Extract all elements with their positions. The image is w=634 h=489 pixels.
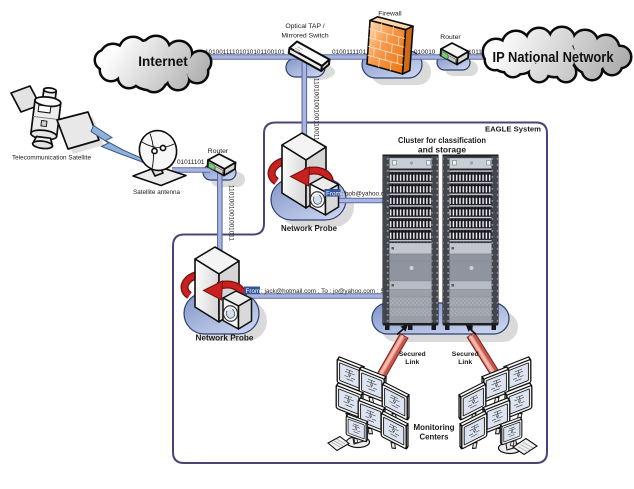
- svg-text:010010: 010010: [414, 49, 436, 56]
- svg-text:Satellite antenna: Satellite antenna: [133, 189, 180, 196]
- svg-text:: bob@yahoo.co: : bob@yahoo.co: [342, 191, 388, 198]
- svg-text:10101100: 10101100: [461, 49, 489, 56]
- svg-text:Router: Router: [208, 148, 229, 155]
- svg-text:1101001001001011: 1101001001001011: [228, 185, 235, 241]
- svg-text:Internet: Internet: [138, 54, 188, 69]
- svg-text:Cluster for classification: Cluster for classification: [398, 135, 486, 145]
- svg-text:Firewall: Firewall: [378, 11, 402, 18]
- svg-text:From: From: [326, 191, 341, 198]
- svg-text:From: From: [246, 288, 261, 295]
- svg-text:110100100100110011: 110100100100110011: [313, 78, 320, 141]
- svg-text:IP National Network: IP National Network: [493, 50, 615, 66]
- svg-text:Telecommunication Satellite: Telecommunication Satellite: [12, 155, 91, 162]
- svg-text:EAGLE System: EAGLE System: [485, 125, 541, 134]
- svg-text:0100111101: 0100111101: [332, 49, 367, 56]
- svg-text:Link: Link: [405, 359, 419, 366]
- svg-text:Secured: Secured: [399, 351, 426, 358]
- svg-text:: jack@hotmail.com ; To : jo@y: : jack@hotmail.com ; To : jo@yahoo.com ;…: [261, 288, 385, 295]
- svg-text:Router: Router: [440, 34, 461, 41]
- svg-text:Monitoring: Monitoring: [414, 423, 455, 432]
- svg-text:Link: Link: [458, 359, 472, 366]
- svg-text:Secured: Secured: [452, 351, 479, 358]
- svg-text:and storage: and storage: [418, 145, 466, 155]
- svg-text:01011101: 01011101: [177, 159, 205, 166]
- svg-text:Mirrored Switch: Mirrored Switch: [281, 33, 328, 40]
- svg-text:Network Probe: Network Probe: [196, 333, 254, 343]
- svg-text:Optical TAP /: Optical TAP /: [285, 23, 324, 30]
- svg-text:10100111101010101100101: 10100111101010101100101: [205, 49, 285, 56]
- svg-text:Network Probe: Network Probe: [281, 223, 337, 233]
- svg-text:Centers: Centers: [420, 433, 450, 442]
